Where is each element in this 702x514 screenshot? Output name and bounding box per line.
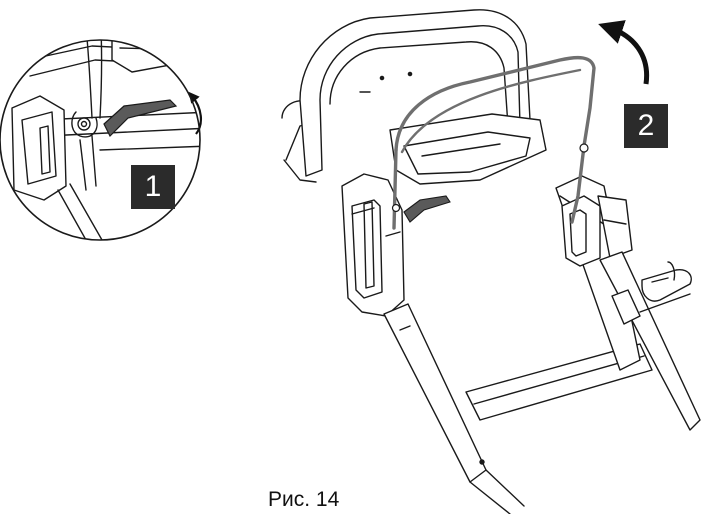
release-lever xyxy=(103,99,178,138)
figure-caption: Рис. 14 xyxy=(268,488,340,511)
bail-cable xyxy=(392,55,596,230)
curved-arrow-up-icon xyxy=(188,91,202,135)
step-1-badge: 1 xyxy=(131,165,175,209)
detail-inset xyxy=(0,39,202,241)
handle-release-lever xyxy=(403,195,451,223)
mower-handle-assembly xyxy=(281,9,701,514)
step-2-badge: 2 xyxy=(624,104,668,148)
curved-arrow-up-left-icon xyxy=(598,20,650,85)
